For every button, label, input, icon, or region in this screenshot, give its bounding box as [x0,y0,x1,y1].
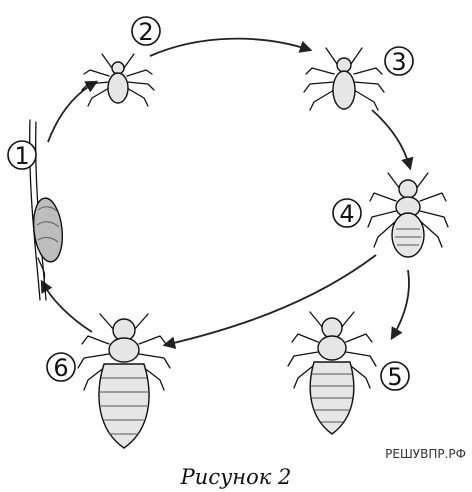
nymph-first-instar-icon [82,54,154,106]
stage-number: 6 [53,354,68,382]
watermark: РЕШУВПР.РФ [385,447,466,461]
stage-label-3: 3 [385,47,413,76]
stage-label-2: 2 [132,17,160,46]
stage-number: 1 [14,142,29,170]
arrow-6-to-1 [42,282,92,332]
stage-number: 5 [387,363,402,391]
stage-label-5: 5 [381,362,409,391]
arrow-3-to-4 [372,110,410,168]
stage-number: 4 [339,200,354,228]
nit-egg-icon [30,120,66,300]
nymph-third-instar-icon [368,173,448,257]
arrow-2-to-3 [150,39,310,56]
stage-number: 3 [391,48,406,76]
arrow-1-to-2 [48,82,96,142]
arrow-4-to-6 [165,255,376,345]
adult-louse-icon [288,312,376,434]
adult-louse-icon [78,314,170,448]
stage-label-4: 4 [333,199,361,228]
arrow-4-to-5 [392,270,409,338]
stage-label-6: 6 [47,353,75,382]
stage-label-1: 1 [8,141,36,170]
figure-caption: Рисунок 2 [180,465,292,489]
nymph-second-instar-icon [304,48,384,110]
stage-number: 2 [138,18,153,46]
